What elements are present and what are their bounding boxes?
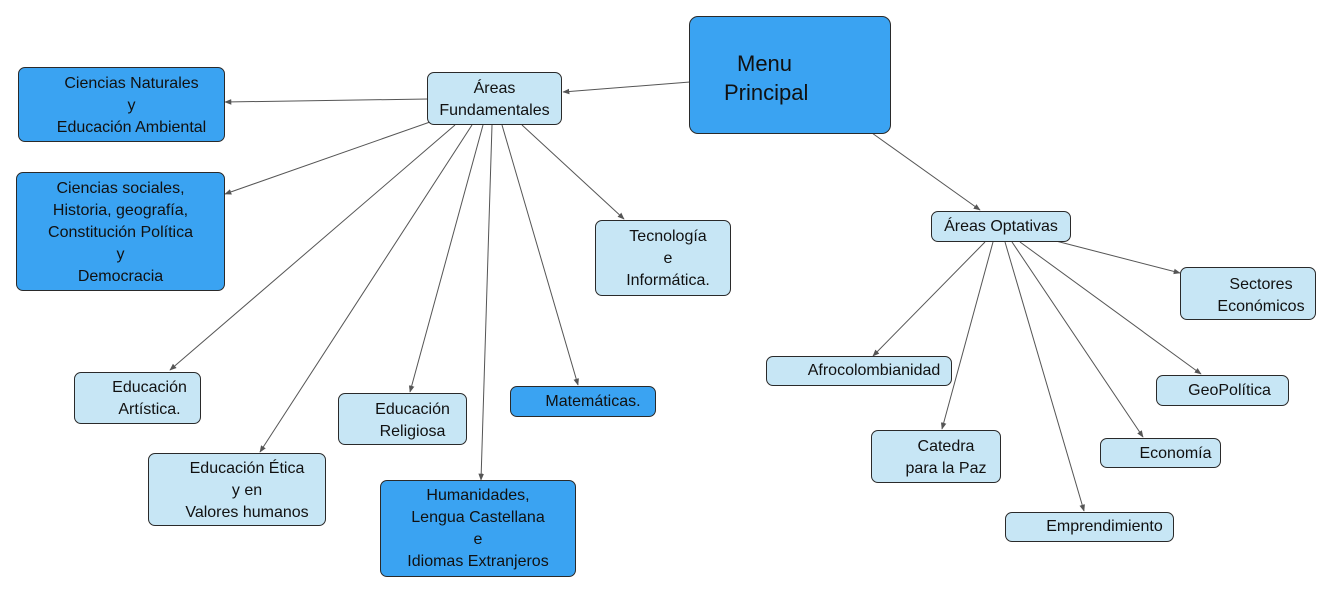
node-label: y xyxy=(127,97,136,114)
node-tecnologia[interactable]: Tecnología e Informática. xyxy=(595,220,731,296)
node-label: Ciencias Naturales xyxy=(64,75,199,92)
node-label: para la Paz xyxy=(905,460,987,477)
node-label: Principal xyxy=(724,80,809,105)
node-matematicas[interactable]: Matemáticas. xyxy=(510,386,656,417)
node-label: Económicos xyxy=(1217,298,1305,315)
node-label: Idiomas Extranjeros xyxy=(407,553,549,570)
node-label: Educación Ética xyxy=(189,460,305,477)
edge-root-fundamentales xyxy=(562,81,691,95)
node-educacion-religiosa[interactable]: Educación Religiosa xyxy=(338,393,467,445)
node-humanidades[interactable]: Humanidades, Lengua Castellana e Idiomas… xyxy=(380,480,576,577)
node-label: Constitución Política xyxy=(48,224,193,241)
node-label: Educación Ambiental xyxy=(56,119,207,136)
node-label: Emprendimiento xyxy=(1046,518,1163,535)
node-label: Sectores xyxy=(1229,276,1293,293)
node-label: e xyxy=(473,531,483,548)
edge-opt-geopolitica xyxy=(1019,241,1202,375)
node-geopolitica[interactable]: GeoPolítica xyxy=(1156,375,1289,406)
node-emprendimiento[interactable]: Emprendimiento xyxy=(1005,512,1174,542)
node-label: Catedra xyxy=(917,438,975,455)
node-label: Menu xyxy=(737,51,793,76)
node-label: Educación xyxy=(375,401,450,418)
node-label: y en xyxy=(231,482,263,499)
node-label: Religiosa xyxy=(379,423,446,440)
node-label: Artística. xyxy=(118,401,181,418)
edge-opt-catedra xyxy=(940,241,994,430)
node-label: GeoPolítica xyxy=(1188,382,1271,399)
edge-fund-sociales xyxy=(224,121,431,195)
node-label: Ciencias sociales, xyxy=(56,180,185,197)
node-label: Educación xyxy=(112,379,187,396)
edge-root-optativas xyxy=(871,132,981,211)
edge-opt-afro xyxy=(872,241,986,357)
node-label: Tecnología xyxy=(629,228,707,245)
node-areas-fundamentales[interactable]: Áreas Fundamentales xyxy=(427,72,562,125)
node-label: Áreas Optativas xyxy=(944,218,1058,235)
node-ciencias-naturales[interactable]: Ciencias Naturales y Educación Ambiental xyxy=(18,67,225,142)
edge-opt-emprendimiento xyxy=(1004,241,1085,512)
node-label: Democracia xyxy=(77,268,164,285)
edge-opt-economia xyxy=(1011,241,1144,438)
node-label: Informática. xyxy=(626,272,710,289)
edge-fund-tecnologia xyxy=(521,124,625,220)
node-label: Valores humanos xyxy=(185,504,309,521)
edge-opt-sectores xyxy=(1051,239,1181,275)
edge-fund-etica xyxy=(259,124,473,453)
node-sectores-economicos[interactable]: Sectores Económicos xyxy=(1180,267,1316,320)
node-menu-principal[interactable]: Menu Principal xyxy=(689,16,891,134)
node-label: e xyxy=(663,250,673,267)
node-catedra-paz[interactable]: Catedra para la Paz xyxy=(871,430,1001,483)
node-label: Economía xyxy=(1139,445,1212,462)
node-educacion-etica[interactable]: Educación Ética y en Valores humanos xyxy=(148,453,326,526)
node-educacion-artistica[interactable]: Educación Artística. xyxy=(74,372,201,424)
edge-fund-artistica xyxy=(169,124,456,371)
node-label: Historia, geografía, xyxy=(52,202,189,219)
node-ciencias-sociales[interactable]: Ciencias sociales, Historia, geografía, … xyxy=(16,172,225,291)
node-afrocolombianidad[interactable]: Afrocolombianidad xyxy=(766,356,952,386)
node-label: Humanidades, xyxy=(426,487,530,504)
edge-fund-religiosa xyxy=(408,124,484,393)
edge-fund-matematicas xyxy=(501,124,579,386)
node-label: y xyxy=(116,246,125,263)
edge-fund-naturales xyxy=(224,98,429,105)
node-label: Fundamentales xyxy=(439,102,550,119)
node-label: Matemáticas. xyxy=(545,393,641,410)
node-label: Áreas xyxy=(473,80,516,97)
edge-fund-humanidades xyxy=(478,124,493,481)
node-label: Afrocolombianidad xyxy=(807,362,941,379)
node-areas-optativas[interactable]: Áreas Optativas xyxy=(931,211,1071,242)
node-economia[interactable]: Economía xyxy=(1100,438,1221,468)
node-label: Lengua Castellana xyxy=(411,509,545,526)
